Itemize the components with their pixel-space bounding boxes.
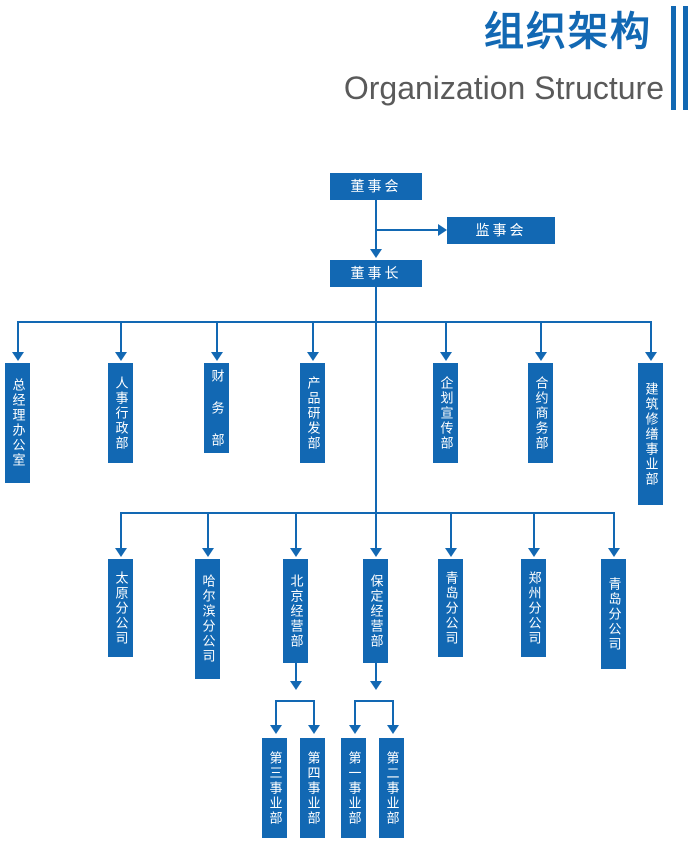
arrow-finance <box>211 352 223 361</box>
connector-drop-taiyuan <box>120 512 122 550</box>
arrow-div-3 <box>270 725 282 734</box>
connector-drop-rnd <box>312 321 314 354</box>
node-board-of-directors[interactable]: 董事会 <box>330 173 422 200</box>
node-div-4[interactable]: 第四事业部 <box>300 738 325 838</box>
arrow-baoding-down <box>370 681 382 690</box>
connector-drop-qingdao-2 <box>613 512 615 550</box>
arrow-harbin <box>202 548 214 557</box>
connector-drop-qingdao-1 <box>450 512 452 550</box>
node-chairman[interactable]: 董事长 <box>330 260 422 287</box>
arrow-zhengzhou <box>528 548 540 557</box>
node-planning-pr[interactable]: 企划宣传部 <box>433 363 458 463</box>
node-hr-admin[interactable]: 人事行政部 <box>108 363 133 463</box>
connector-beijing-sub-bus <box>275 700 315 702</box>
decorative-bar-icon <box>683 6 688 110</box>
node-construction-repair[interactable]: 建筑修缮事业部 <box>638 363 663 505</box>
node-div-2[interactable]: 第二事业部 <box>379 738 404 838</box>
connector-baoding-sub-bus <box>354 700 394 702</box>
connector-drop-contract-biz <box>540 321 542 354</box>
connector-drop-zhengzhou <box>533 512 535 550</box>
node-taiyuan[interactable]: 太原分公司 <box>108 559 133 657</box>
connector-drop-baoding-op <box>375 512 377 550</box>
arrow-baoding-op <box>370 548 382 557</box>
connector-level4-bus <box>120 512 614 514</box>
page-title-cn: 组织架构 <box>484 10 652 54</box>
connector-drop-planning-pr <box>445 321 447 354</box>
connector-beijing-down <box>295 663 297 683</box>
node-contract-biz[interactable]: 合约商务部 <box>528 363 553 463</box>
connector-drop-beijing-op <box>295 512 297 550</box>
arrow-beijing-op <box>290 548 302 557</box>
connector-drop-div-4 <box>313 700 315 727</box>
arrow-construction-repair <box>645 352 657 361</box>
node-qingdao-1[interactable]: 青岛分公司 <box>438 559 463 657</box>
arrow-qingdao-2 <box>608 548 620 557</box>
page-header: 组织架构 Organization Structure <box>0 0 700 130</box>
node-div-3[interactable]: 第三事业部 <box>262 738 287 838</box>
arrow-qingdao-1 <box>445 548 457 557</box>
arrow-board-to-chairman <box>370 249 382 258</box>
connector-board-to-chairman <box>375 229 377 251</box>
arrow-gm-office <box>12 352 24 361</box>
connector-board-to-supervisors <box>375 229 440 231</box>
connector-drop-div-3 <box>275 700 277 727</box>
connector-drop-finance <box>216 321 218 354</box>
connector-drop-gm-office <box>17 321 19 354</box>
connector-drop-div-2 <box>392 700 394 727</box>
connector-chairman-trunk <box>375 287 377 513</box>
connector-drop-hr-admin <box>120 321 122 354</box>
connector-level3-bus <box>17 321 651 323</box>
node-qingdao-2[interactable]: 青岛分公司 <box>601 559 626 669</box>
node-gm-office[interactable]: 总经理办公室 <box>5 363 30 483</box>
arrow-div-1 <box>349 725 361 734</box>
node-zhengzhou[interactable]: 郑州分公司 <box>521 559 546 657</box>
decorative-bar-icon <box>671 6 676 110</box>
arrow-planning-pr <box>440 352 452 361</box>
node-beijing-op[interactable]: 北京经营部 <box>283 559 308 663</box>
node-div-1[interactable]: 第一事业部 <box>341 738 366 838</box>
arrow-contract-biz <box>535 352 547 361</box>
connector-drop-harbin <box>207 512 209 550</box>
arrow-rnd <box>307 352 319 361</box>
connector-drop-div-1 <box>354 700 356 727</box>
node-baoding-op[interactable]: 保定经营部 <box>363 559 388 663</box>
arrow-div-4 <box>308 725 320 734</box>
arrow-board-to-supervisors <box>438 224 447 236</box>
arrow-div-2 <box>387 725 399 734</box>
connector-board-down-stub <box>375 200 377 230</box>
page-title-en: Organization Structure <box>343 70 664 106</box>
node-finance[interactable]: 财 务 部 <box>204 363 229 453</box>
connector-baoding-down <box>375 663 377 683</box>
connector-drop-construction-repair <box>650 321 652 354</box>
arrow-hr-admin <box>115 352 127 361</box>
arrow-beijing-down <box>290 681 302 690</box>
arrow-taiyuan <box>115 548 127 557</box>
node-rnd[interactable]: 产品研发部 <box>300 363 325 463</box>
node-board-of-supervisors[interactable]: 监事会 <box>447 217 555 244</box>
node-harbin[interactable]: 哈尔滨分公司 <box>195 559 220 679</box>
